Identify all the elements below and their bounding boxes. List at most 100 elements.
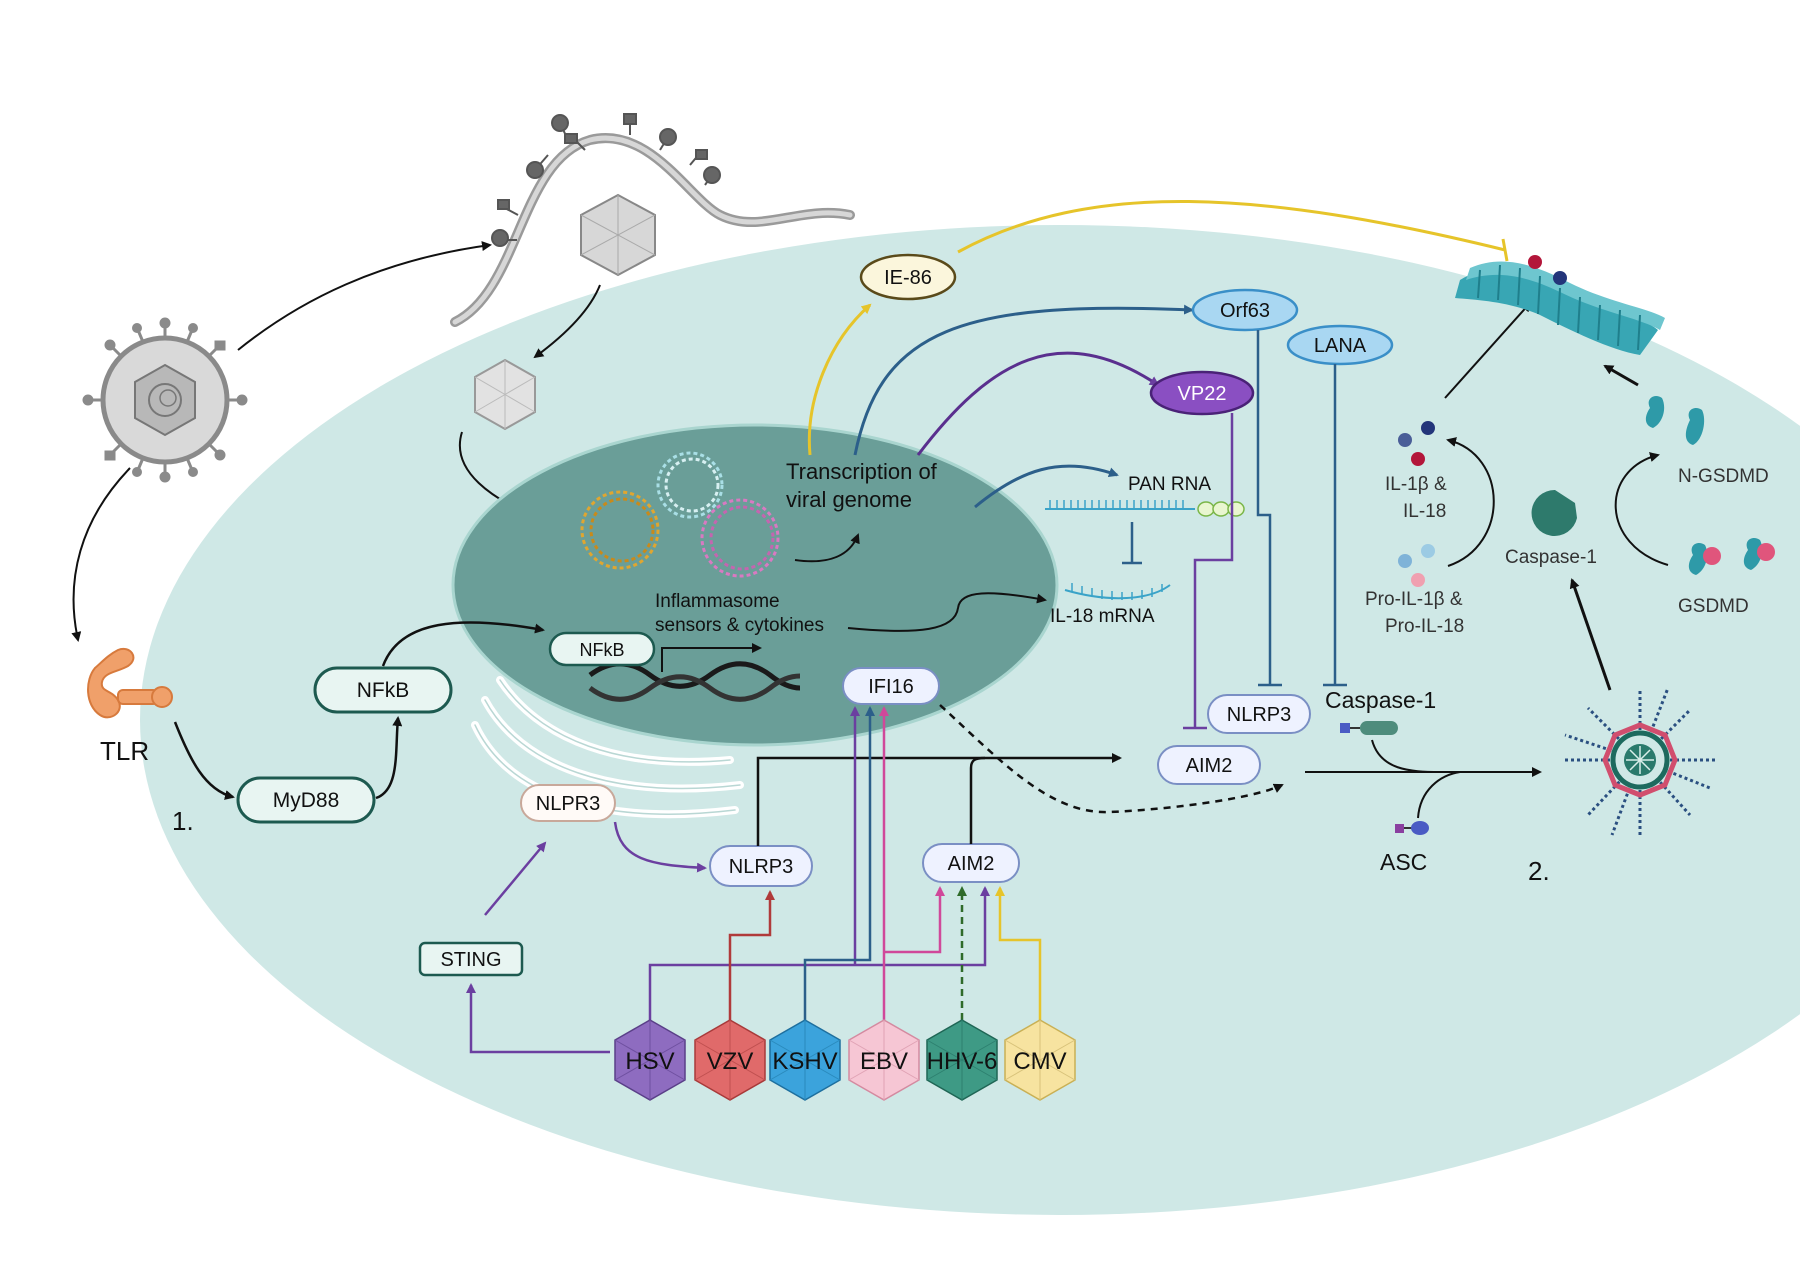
arrow-transcription-to-vp22 bbox=[916, 351, 1160, 456]
membrane-budding bbox=[450, 113, 855, 327]
inhibit-pan-to-il18 bbox=[1122, 522, 1142, 565]
nfkb-cyto-node: NFkB bbox=[313, 666, 453, 714]
ifi16-node: IFI16 bbox=[842, 667, 940, 705]
caspase1-icon-label: Caspase-1 bbox=[1505, 547, 1597, 568]
arrow-transcription-to-ie86 bbox=[807, 303, 872, 456]
gsdmd-icon bbox=[1688, 538, 1775, 575]
myd88-node: MyD88 bbox=[236, 776, 376, 824]
n-gsdmd-icon bbox=[1645, 396, 1705, 445]
tlr-label: TLR bbox=[100, 736, 149, 766]
virus-hhv6: HHV-6 bbox=[926, 1019, 998, 1101]
nlrp3-center-label: NLRP3 bbox=[729, 856, 793, 878]
connector-ebv-to-aim2 bbox=[884, 886, 945, 954]
curve-asc-join bbox=[1417, 771, 1461, 819]
pan-rna-strand bbox=[1045, 500, 1245, 517]
il1b-label-line2: IL-18 bbox=[1403, 501, 1446, 522]
ie86-node: IE-86 bbox=[859, 253, 957, 301]
virus-kshv-label: KSHV bbox=[772, 1048, 837, 1075]
virus-cmv-label: CMV bbox=[1013, 1048, 1066, 1075]
arrow-inflammasome-to-il18 bbox=[847, 592, 1047, 632]
il18-mrna-strand bbox=[1064, 583, 1171, 600]
released-il-blue bbox=[1553, 271, 1567, 285]
nfkb-nuclear-node: NFkB bbox=[548, 631, 656, 667]
virus-ebv: EBV bbox=[848, 1019, 920, 1101]
arrow-aim2-to-right bbox=[969, 756, 986, 844]
arrow-nfkb-to-nucleus bbox=[381, 621, 545, 667]
vp22-label: VP22 bbox=[1178, 383, 1227, 405]
n-gsdmd-label: N-GSDMD bbox=[1678, 466, 1769, 487]
pro-il-molecules bbox=[1398, 544, 1435, 587]
inhibit-orf63-to-nlrp3 bbox=[1256, 330, 1282, 687]
arrow-il-to-pore bbox=[1444, 301, 1532, 399]
connector-hsv-to-sting bbox=[466, 983, 610, 1054]
caspase1-text: Caspase-1 bbox=[1325, 687, 1436, 713]
arrow-transcription-to-orf63 bbox=[853, 304, 1194, 456]
procaspase1-icon bbox=[1340, 721, 1398, 735]
virus-cmv: CMV bbox=[1004, 1019, 1076, 1101]
connector-cmv-to-aim2 bbox=[995, 886, 1042, 1020]
arrow-membrane-to-capsid bbox=[533, 284, 601, 359]
arrow-inflammasome-to-caspase1 bbox=[1569, 578, 1612, 691]
virus-hhv6-label: HHV-6 bbox=[927, 1048, 998, 1075]
inhibit-vp22-to-aim2 bbox=[1183, 413, 1234, 730]
released-il-red bbox=[1528, 255, 1542, 269]
arrow-virion-to-membrane bbox=[237, 241, 492, 351]
arrow-ngsdmd-to-pore bbox=[1603, 364, 1639, 387]
connector-vzv-to-nlrp3 bbox=[728, 890, 775, 1020]
curve-caspase-join bbox=[1371, 739, 1441, 773]
orf63-node: Orf63 bbox=[1191, 288, 1299, 332]
nfkb-cyto-label: NFkB bbox=[357, 679, 410, 702]
capsid-cytoplasm bbox=[474, 358, 536, 431]
vp22-node: VP22 bbox=[1149, 370, 1255, 416]
sting-label: STING bbox=[440, 949, 501, 971]
virus-hsv: HSV bbox=[614, 1019, 686, 1101]
inflammasome-text-line2: sensors & cytokines bbox=[655, 615, 824, 636]
arrow-tlr-to-myd88 bbox=[173, 721, 235, 800]
dashed-ifi16-to-assembly bbox=[939, 704, 1284, 814]
ie86-label: IE-86 bbox=[884, 267, 932, 289]
mature-il-molecules bbox=[1398, 421, 1435, 466]
ifi16-label: IFI16 bbox=[868, 676, 914, 698]
step2-label: 2. bbox=[1528, 856, 1550, 886]
arrow-transcription-to-pan bbox=[974, 464, 1119, 509]
orf63-label: Orf63 bbox=[1220, 300, 1270, 322]
arrow-proil-to-il bbox=[1446, 437, 1495, 567]
nlpr3-node: NLPR3 bbox=[520, 784, 616, 822]
nfkb-nuclear-label: NFkB bbox=[580, 640, 625, 660]
aim2-center-label: AIM2 bbox=[948, 853, 995, 875]
aim2-center-node: AIM2 bbox=[922, 843, 1020, 883]
arrow-virion-to-tlr bbox=[71, 467, 131, 642]
aim2-right-node: AIM2 bbox=[1157, 745, 1261, 785]
proil-label-line2: Pro-IL-18 bbox=[1385, 616, 1464, 637]
virus-ebv-label: EBV bbox=[860, 1048, 908, 1075]
virion-extracellular bbox=[82, 317, 248, 483]
step1-label: 1. bbox=[172, 806, 194, 836]
caspase1-active-icon bbox=[1531, 489, 1577, 536]
lana-label: LANA bbox=[1314, 335, 1367, 357]
connector-hsv-to-aim2 bbox=[648, 886, 990, 1020]
gasdermin-pore bbox=[1455, 261, 1665, 355]
aim2-right-label: AIM2 bbox=[1186, 755, 1233, 777]
nlpr3-label: NLPR3 bbox=[536, 793, 600, 815]
virus-kshv: KSHV bbox=[769, 1019, 841, 1101]
transcription-text-line1: Transcription of bbox=[786, 459, 938, 484]
arrow-myd88-to-nfkb bbox=[375, 716, 403, 800]
proil-label-line1: Pro-IL-1β & bbox=[1365, 589, 1463, 610]
virus-vzv: VZV bbox=[694, 1019, 766, 1101]
nlrp3-center-node: NLRP3 bbox=[709, 845, 813, 887]
myd88-label: MyD88 bbox=[273, 789, 340, 812]
pan-rna-label: PAN RNA bbox=[1128, 474, 1211, 495]
arrow-nfkb-transcription bbox=[661, 643, 762, 672]
virus-vzv-label: VZV bbox=[707, 1048, 754, 1075]
virus-hsv-label: HSV bbox=[625, 1048, 674, 1075]
nlrp3-right-node: NLRP3 bbox=[1207, 694, 1311, 734]
inhibit-lana-to-caspase1 bbox=[1323, 364, 1347, 687]
transcription-text-line2: viral genome bbox=[786, 487, 912, 512]
viral-genome-episomes bbox=[580, 451, 780, 578]
arrow-nlpr3-to-nlrp3 bbox=[613, 821, 707, 873]
nlrp3-right-label: NLRP3 bbox=[1227, 704, 1291, 726]
tlr-receptor-icon bbox=[87, 647, 173, 719]
inhibit-ie86-to-channel bbox=[957, 200, 1509, 262]
inflammasome-complex bbox=[1564, 687, 1715, 836]
